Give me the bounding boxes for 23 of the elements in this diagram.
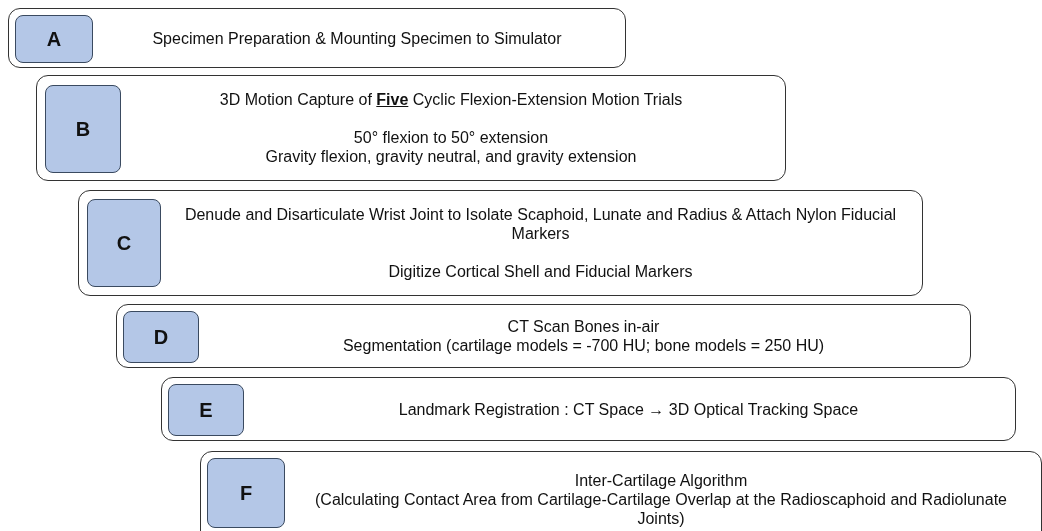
step-heading: Specimen Preparation & Mounting Specimen to Simulator (152, 28, 562, 48)
step-letter-badge: F (207, 458, 285, 528)
step-box (161, 377, 1016, 441)
step-heading: Inter-Cartilage Algorithm (574, 470, 748, 490)
step-detail: Segmentation (cartilage models = -700 HU; bone models = 250 HU) (342, 336, 825, 355)
step-heading: CT Scan Bones in-air (507, 317, 660, 336)
step-detail: Gravity flexion, gravity neutral, and gravity extension (265, 147, 637, 166)
step-letter-badge: A (15, 15, 93, 63)
step-box (116, 304, 971, 368)
step-heading: 3D Motion Capture of Five Cyclic Flexion-Extension Motion Trials (219, 90, 683, 109)
step-detail: Digitize Cortical Shell and Fiducial Markers (388, 262, 693, 281)
step-detail: (Calculating Contact Area from Cartilage-Cartilage Overlap at the Radioscaphoid and Radiolunate Joints) (314, 489, 1008, 528)
step-heading: Denude and Disarticulate Wrist Joint to Isolate Scaphoid, Lunate and Radius & Attach Nylon Fiducial Markers (183, 205, 898, 243)
step-detail: 50° flexion to 50° extension (353, 128, 549, 147)
step-letter-badge: E (168, 384, 244, 436)
step-letter-badge: B (45, 85, 121, 173)
step-letter-badge: C (87, 199, 161, 287)
step-box (78, 190, 923, 296)
step-box (200, 451, 1042, 531)
step-box (8, 8, 626, 68)
step-heading: Landmark Registration : CT Space → 3D Optical Tracking Space (398, 399, 859, 419)
step-box (36, 75, 786, 181)
step-letter-badge: D (123, 311, 199, 363)
